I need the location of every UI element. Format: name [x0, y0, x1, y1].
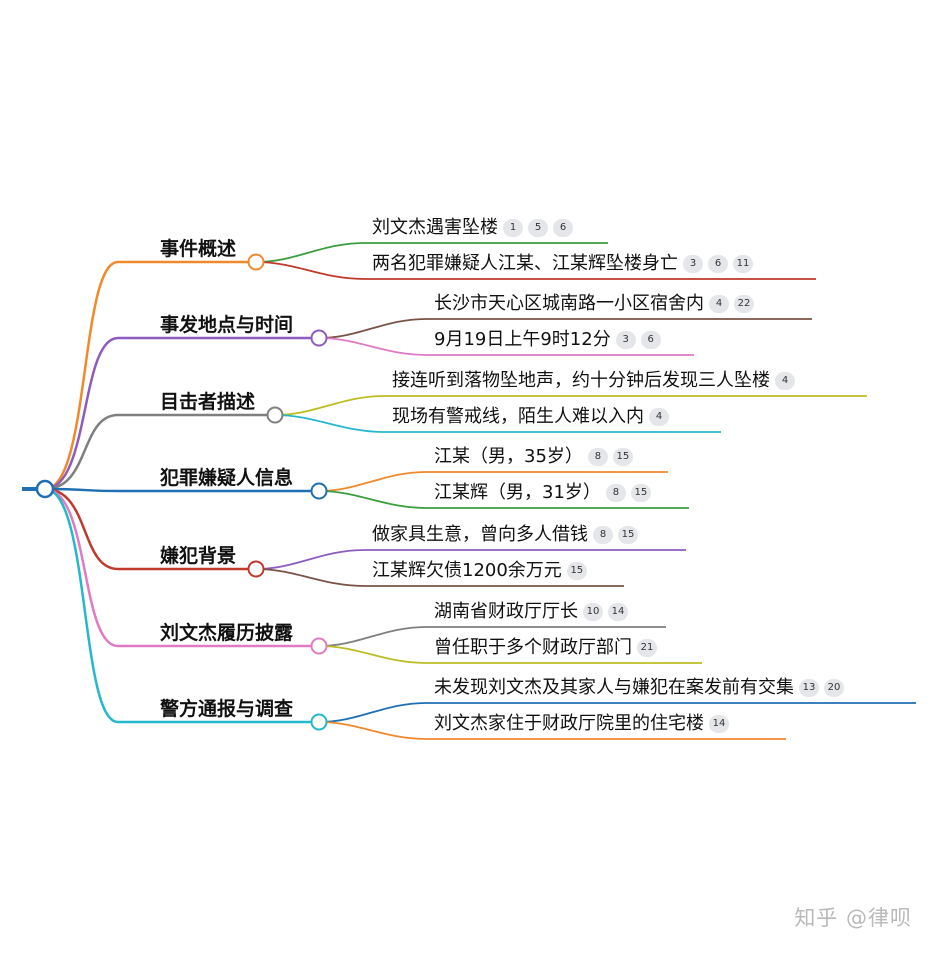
leaf-link-5-1	[318, 645, 702, 664]
reference-badge[interactable]: 15	[566, 562, 587, 580]
leaf-text: 两名犯罪嫌疑人江某、江某辉坠楼身亡	[372, 253, 678, 274]
leaf-item-5-0[interactable]: 湖南省财政厅厅长 10 14	[434, 600, 628, 624]
reference-badge[interactable]: 4	[775, 372, 795, 390]
branch-node-3	[310, 482, 328, 500]
reference-badge[interactable]: 6	[640, 331, 661, 349]
reference-badge[interactable]: 6	[553, 219, 573, 237]
reference-badge[interactable]: 10	[583, 603, 603, 621]
leaf-link-6-1	[318, 721, 786, 740]
branch-label-6[interactable]: 警方通报与调查	[160, 698, 294, 720]
leaf-link-4-0	[255, 549, 686, 570]
branch-node-0	[247, 253, 265, 271]
reference-badge[interactable]: 15	[618, 526, 638, 544]
branch-node-5	[310, 637, 328, 655]
branch-link-4	[44, 487, 256, 571]
reference-badge[interactable]: 15	[630, 484, 651, 502]
leaf-item-1-0[interactable]: 长沙市天心区城南路一小区宿舍内 4 22	[434, 292, 754, 316]
reference-badge[interactable]: 21	[637, 639, 657, 657]
leaf-link-0-0	[255, 242, 608, 263]
leaf-text: 接连听到落物坠地声，约十分钟后发现三人坠楼	[392, 370, 770, 391]
leaf-link-5-0	[318, 626, 666, 647]
branch-label-1[interactable]: 事发地点与时间	[160, 314, 294, 336]
reference-badge[interactable]: 22	[734, 295, 754, 313]
leaf-item-6-0[interactable]: 未发现刘文杰及其家人与嫌犯在案发前有交集 13 20	[434, 676, 844, 700]
leaf-item-6-1[interactable]: 刘文杰家住于财政厅院里的住宅楼 14	[434, 712, 729, 736]
branch-label-2[interactable]: 目击者描述	[160, 391, 256, 413]
watermark: 知乎 @律呗	[794, 906, 912, 930]
leaf-link-2-1	[274, 414, 721, 433]
leaf-text: 长沙市天心区城南路一小区宿舍内	[434, 293, 704, 314]
leaf-item-2-0[interactable]: 接连听到落物坠地声，约十分钟后发现三人坠楼 4	[392, 369, 795, 393]
branch-link-3	[44, 487, 319, 493]
branch-label-3[interactable]: 犯罪嫌疑人信息	[160, 467, 294, 489]
reference-badge[interactable]: 4	[709, 295, 729, 313]
reference-badge[interactable]: 1	[503, 219, 523, 237]
leaf-link-3-0	[318, 471, 668, 492]
branch-link-0	[44, 260, 256, 491]
branch-link-1	[44, 336, 319, 491]
branch-label-0[interactable]: 事件概述	[160, 238, 237, 260]
branch-link-6	[44, 487, 319, 724]
reference-badge[interactable]: 3	[615, 331, 636, 349]
branch-label-5[interactable]: 刘文杰履历披露	[160, 622, 294, 644]
leaf-link-1-1	[318, 337, 694, 356]
reference-badge[interactable]: 20	[824, 679, 844, 697]
branch-node-6	[310, 713, 328, 731]
reference-badge[interactable]: 8	[587, 448, 608, 466]
branch-node-1	[310, 329, 328, 347]
leaf-text: 湖南省财政厅厅长	[434, 601, 578, 622]
leaf-text: 刘文杰家住于财政厅院里的住宅楼	[434, 713, 704, 734]
leaf-link-3-1	[318, 490, 689, 509]
reference-badge[interactable]: 14	[608, 603, 628, 621]
root-node	[35, 479, 55, 499]
reference-badge[interactable]: 6	[708, 255, 728, 273]
reference-badge[interactable]: 3	[683, 255, 703, 273]
branch-link-2	[44, 413, 275, 491]
leaf-text: 刘文杰遇害坠楼	[372, 217, 498, 238]
branch-node-2	[266, 406, 284, 424]
leaf-text: 江某（男，35岁）	[434, 446, 583, 467]
reference-badge[interactable]: 15	[612, 448, 633, 466]
reference-badge[interactable]: 5	[528, 219, 548, 237]
leaf-link-1-0	[318, 318, 812, 339]
leaf-item-5-1[interactable]: 曾任职于多个财政厅部门 21	[434, 636, 657, 660]
reference-badge[interactable]: 8	[593, 526, 613, 544]
leaf-text: 做家具生意，曾向多人借钱	[372, 524, 588, 545]
leaf-text: 未发现刘文杰及其家人与嫌犯在案发前有交集	[434, 677, 794, 698]
branch-link-5	[44, 487, 319, 648]
leaf-item-2-1[interactable]: 现场有警戒线，陌生人难以入内 4	[392, 405, 669, 429]
leaf-link-4-1	[255, 568, 624, 587]
leaf-text: 曾任职于多个财政厅部门	[434, 637, 632, 658]
leaf-link-0-1	[255, 261, 816, 280]
reference-badge[interactable]: 13	[799, 679, 819, 697]
leaf-text: 现场有警戒线，陌生人难以入内	[392, 406, 644, 427]
reference-badge[interactable]: 11	[733, 255, 753, 273]
reference-badge[interactable]: 8	[605, 484, 626, 502]
leaf-text: 江某辉（男，31岁）	[434, 482, 601, 503]
leaf-text: 江某辉欠债1200余万元	[372, 560, 562, 581]
leaf-item-4-0[interactable]: 做家具生意，曾向多人借钱 8 15	[372, 523, 638, 547]
reference-badge[interactable]: 14	[709, 715, 729, 733]
leaf-text: 9月19日上午9时12分	[434, 329, 611, 350]
reference-badge[interactable]: 4	[649, 408, 669, 426]
leaf-link-6-0	[318, 702, 916, 723]
branch-node-4	[247, 560, 265, 578]
branch-label-4[interactable]: 嫌犯背景	[160, 545, 237, 567]
leaf-link-2-0	[274, 395, 867, 416]
